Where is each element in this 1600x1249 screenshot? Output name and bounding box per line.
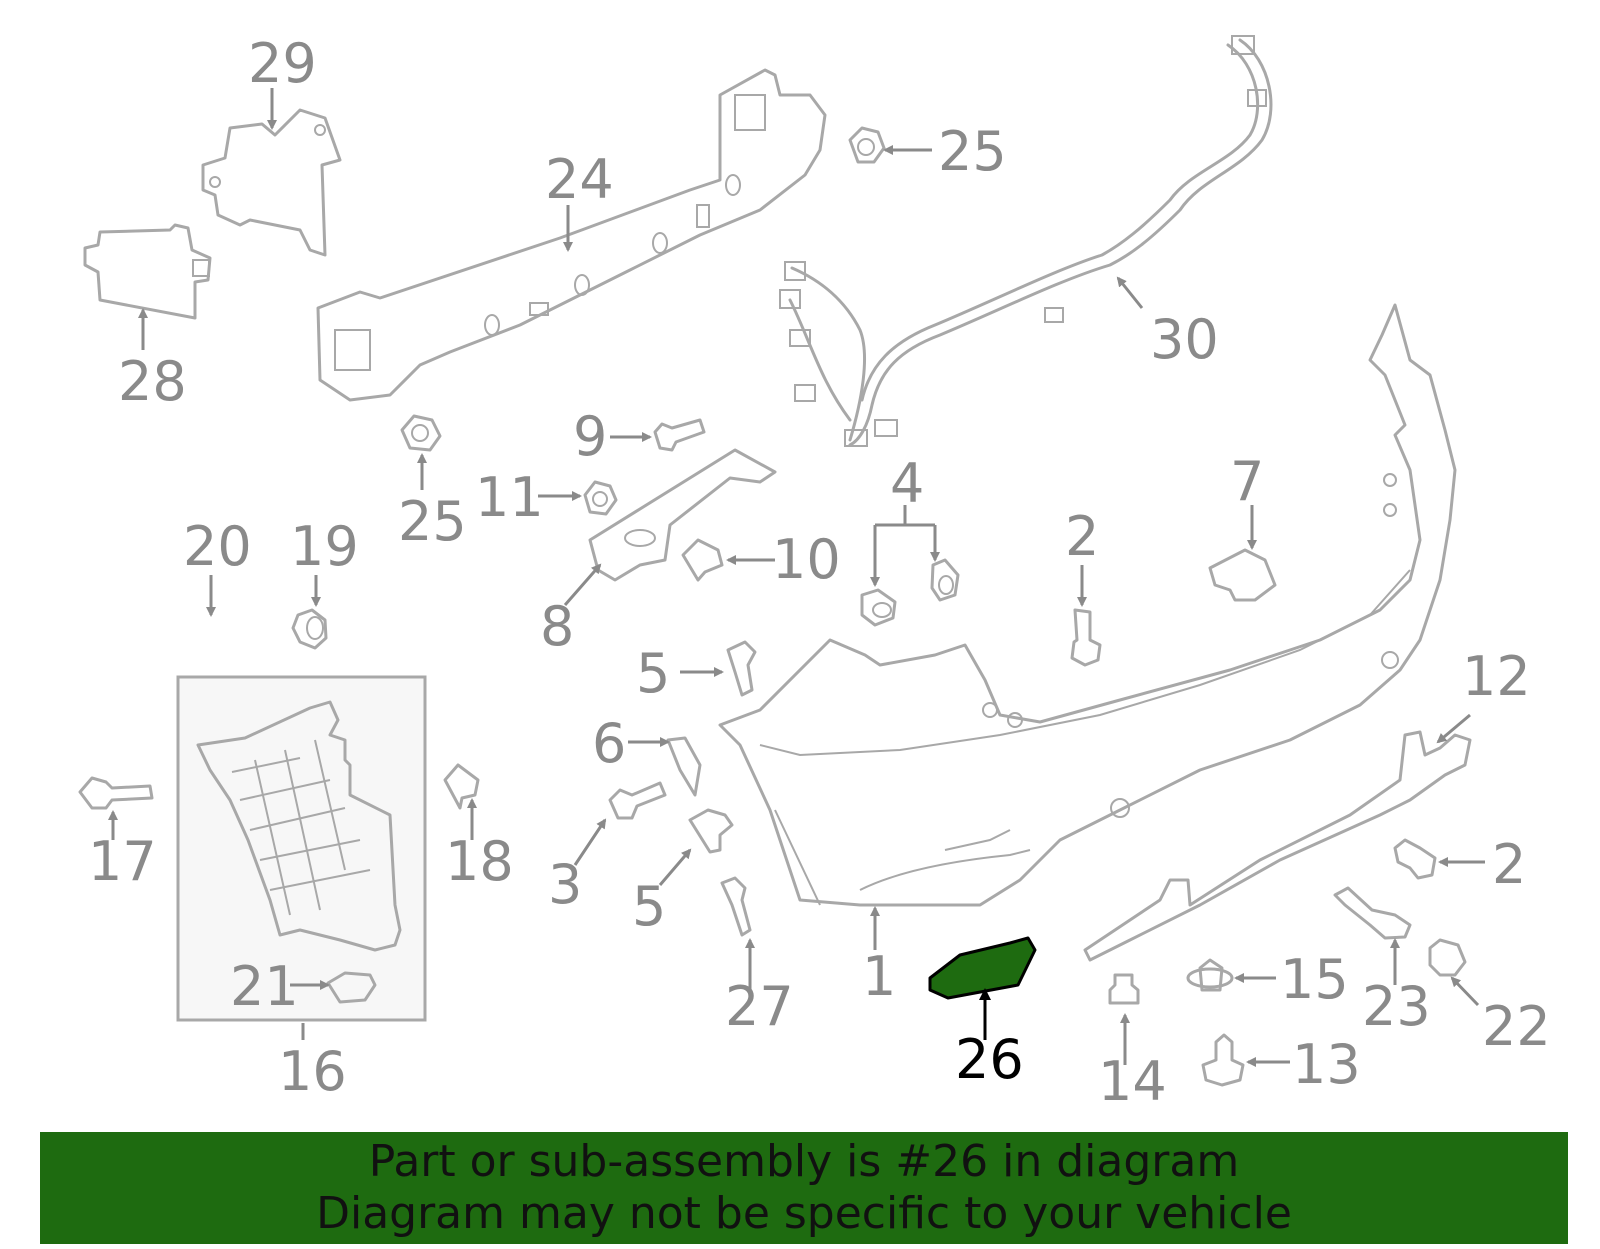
part-7-clip[interactable] [1208,548,1277,602]
part-1-bumper-cover[interactable] [718,303,1457,907]
label-8: 8 [540,595,574,658]
label-16: 16 [278,1040,347,1103]
part-3-bolt[interactable] [608,781,667,820]
part-22-grommet[interactable] [1428,938,1467,977]
label-27: 27 [725,975,794,1038]
label-1: 1 [862,945,896,1008]
label-5-lower: 5 [632,875,666,938]
part-20-inner-bracket[interactable] [196,700,402,952]
label-11: 11 [475,466,544,529]
label-17: 17 [88,830,157,893]
part-29-bracket[interactable] [201,108,342,257]
part-17-bolt[interactable] [78,776,154,810]
label-9: 9 [573,405,607,468]
label-15: 15 [1280,948,1349,1011]
label-4: 4 [890,452,924,515]
label-30: 30 [1150,308,1219,371]
label-29: 29 [248,32,317,95]
part-25-nut-top[interactable] [848,126,886,164]
part-12-bracket[interactable] [1083,730,1472,962]
part-5-clip-upper[interactable] [726,640,757,697]
part-26-highlighted[interactable] [928,936,1037,1000]
label-13: 13 [1292,1033,1361,1096]
part-6-bracket[interactable] [666,736,702,797]
part-15-clip[interactable] [1186,958,1234,992]
label-28: 28 [118,350,187,413]
banner-line-1: Part or sub-assembly is #26 in diagram [368,1136,1240,1187]
part-8-bracket[interactable] [588,448,777,582]
label-24: 24 [545,148,614,211]
label-5-upper: 5 [636,642,670,705]
part-27-bolt[interactable] [720,876,752,937]
label-3: 3 [548,853,582,916]
part-21-clip[interactable] [326,971,377,1004]
label-14: 14 [1098,1050,1167,1113]
banner-line-2: Diagram may not be specific to your vehi… [316,1188,1292,1239]
label-25-bottom: 25 [398,490,467,553]
part-25-nut-bottom[interactable] [400,414,442,452]
label-10: 10 [772,528,841,591]
part-18-clip[interactable] [443,763,480,810]
part-13-push-pin[interactable] [1201,1033,1245,1087]
part-24-reinforcement[interactable] [316,68,827,402]
info-banner: Part or sub-assembly is #26 in diagram D… [40,1132,1568,1244]
part-16-group-box [176,675,427,1022]
label-26: 26 [955,1028,1024,1091]
label-7: 7 [1230,450,1264,513]
label-6: 6 [592,712,626,775]
label-21: 21 [230,955,299,1018]
part-2-bolt-top[interactable] [1070,608,1102,667]
part-4-grommets[interactable] [860,558,960,627]
label-19: 19 [290,515,359,578]
label-2-right: 2 [1492,833,1526,896]
part-11-nut[interactable] [583,480,618,516]
callout-labels: 29 28 24 25 25 30 9 11 8 10 4 2 7 12 5 6… [88,32,1551,1113]
label-18: 18 [445,830,514,893]
label-20: 20 [183,515,252,578]
label-25-top: 25 [938,120,1007,183]
label-22: 22 [1482,995,1551,1058]
part-14-pin[interactable] [1108,973,1140,1005]
part-28-module[interactable] [83,223,212,320]
label-12: 12 [1462,645,1531,708]
part-9-bolt[interactable] [653,418,706,452]
part-5-clip-lower[interactable] [688,808,734,854]
part-30-wiring-harness[interactable] [779,35,1273,447]
part-2-bolt-right[interactable] [1393,838,1437,880]
part-19-grommet[interactable] [291,608,328,650]
part-10-clip[interactable] [681,538,724,582]
part-23-clip[interactable] [1333,886,1412,940]
label-23: 23 [1362,975,1431,1038]
label-2-top: 2 [1065,505,1099,568]
